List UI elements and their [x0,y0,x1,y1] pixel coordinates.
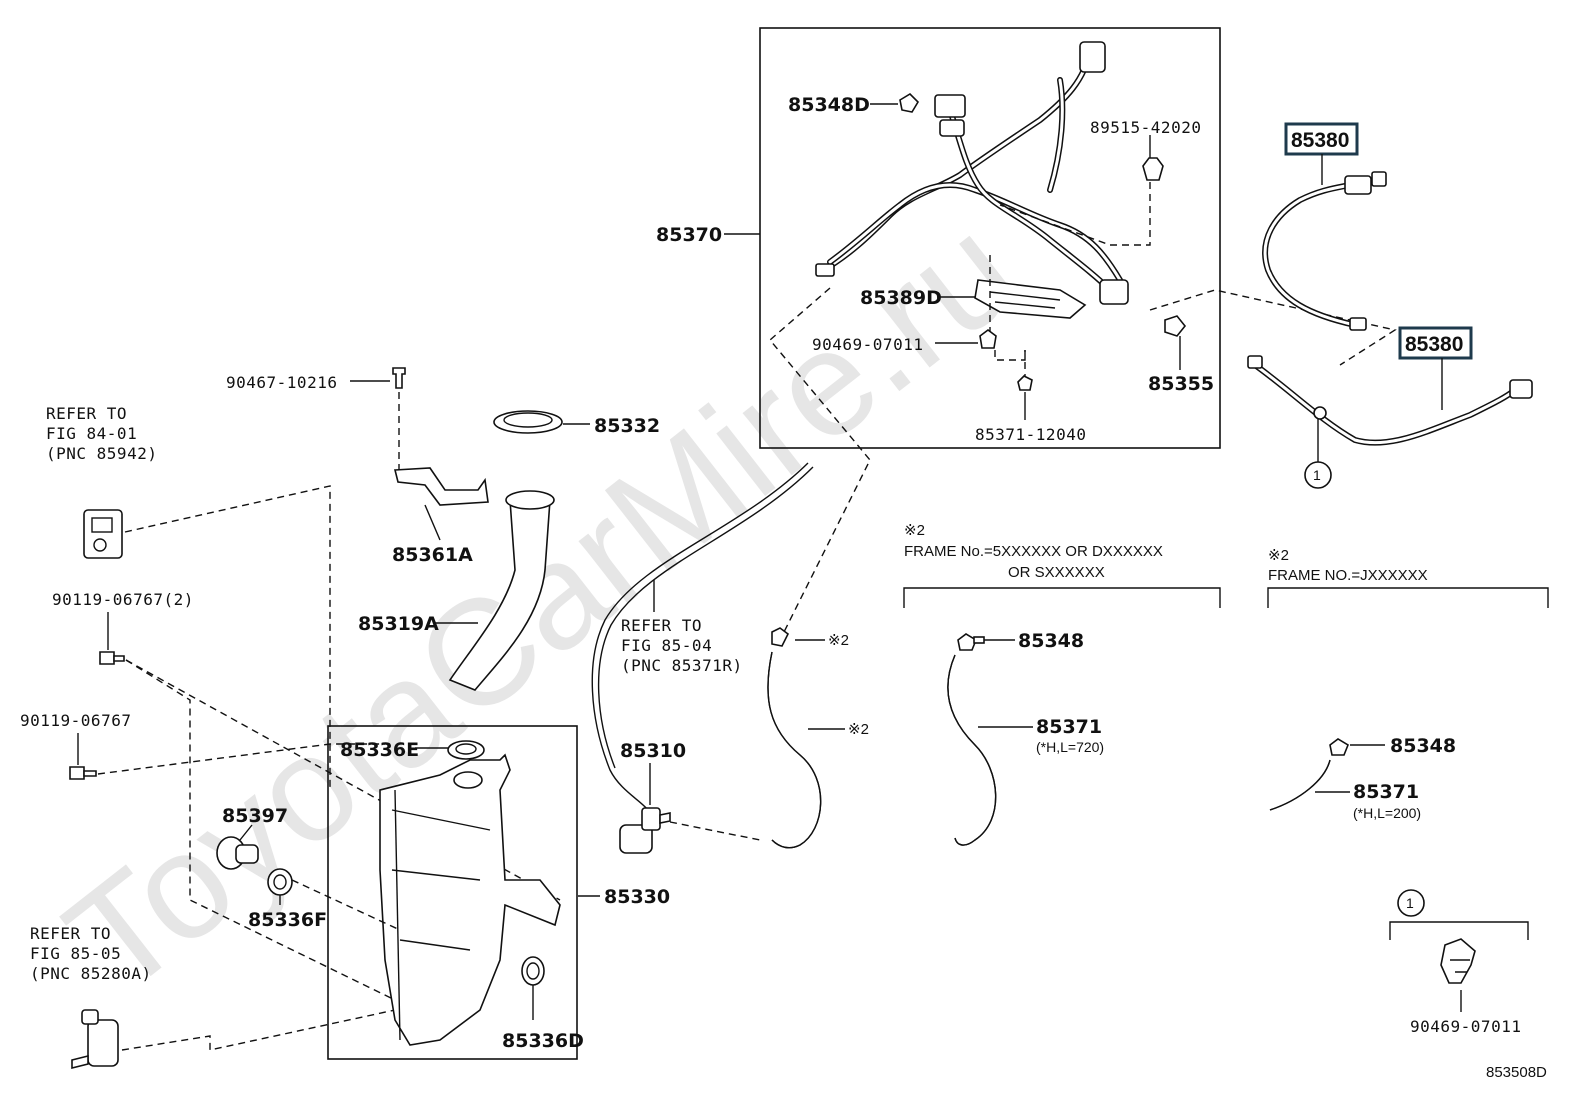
label-90119-06767: 90119-06767 [20,711,131,730]
refer-3-line1: REFER TO [621,616,702,635]
badge-85380-upper [1284,122,1359,156]
callout-bracket [1389,921,1529,940]
callout-circle-1a [1304,461,1332,489]
label-85348D: 85348D [788,94,870,116]
label-85348-b: 85348 [1390,735,1456,757]
frame1-line2: OR SXXXXXX [1008,564,1105,581]
label-85336F: 85336F [248,909,327,931]
frame1-mark: ※2 [904,522,925,539]
nozzle-mid-drawing [771,627,790,647]
refer-3-line2: FIG 85-04 [621,636,712,655]
pump-85310-drawing [619,807,671,854]
note-85371-a: (*H,L=720) [1036,739,1104,755]
label-85370: 85370 [656,224,722,246]
clip-85371-12040-drawing [1017,375,1033,391]
label-85332: 85332 [594,415,660,437]
label-90469-07011-a: 90469-07011 [812,335,923,354]
frame2-mark: ※2 [1268,547,1289,564]
harness-group-box [759,27,1221,449]
label-85389D: 85389D [860,287,942,309]
label-85371-a: 85371 [1036,716,1102,738]
frame2-bracket [1267,587,1549,608]
label-85336E: 85336E [340,739,419,761]
label-85361A: 85361A [392,544,473,566]
note-85371-b: (*H,L=200) [1353,805,1421,821]
harness-85380-upper-drawing [1262,171,1387,331]
clip-90469-b-drawing [1440,938,1476,984]
bolt-89515-drawing [1142,157,1164,181]
hose-85319A-drawing [448,490,555,691]
refer-3-line3: (PNC 85371R) [621,656,743,675]
label-85380-upper: 85380 [1291,129,1349,152]
refer-2-line2: FIG 85-05 [30,944,121,963]
frame1-line1: FRAME No.=5XXXXXX OR DXXXXXX [904,543,1163,560]
label-85380-lower: 85380 [1405,333,1463,356]
callout-circle-1b [1397,889,1425,917]
label-85371-b: 85371 [1353,781,1419,803]
label-85371-12040: 85371-12040 [975,425,1086,444]
label-85397: 85397 [222,805,288,827]
harness-85380-lower-drawing [1247,355,1533,446]
cap-85332-drawing [493,410,563,434]
bolt-90119-2-drawing [99,651,125,665]
pump-85280A-drawing [71,1009,119,1070]
label-85319A: 85319A [358,613,439,635]
label-90469-07011-b: 90469-07011 [1410,1017,1521,1036]
clip-85348D-drawing [899,92,920,113]
frame2-line1: FRAME NO.=JXXXXXX [1268,567,1428,584]
refer-1-line3: (PNC 85942) [46,444,157,463]
mark-2-b: ※2 [848,721,869,738]
tank-85330-drawing [379,753,561,1046]
label-85355: 85355 [1148,373,1214,395]
refer-1-line1: REFER TO [46,404,127,423]
refer-1-line2: FIG 84-01 [46,424,137,443]
refer-2-line3: (PNC 85280A) [30,964,152,983]
bracket-85361A-drawing [393,467,489,506]
label-90467-10216: 90467-10216 [226,373,337,392]
callout-1a: 1 [1313,467,1321,483]
bracket-85389D-drawing [974,279,1087,319]
sensor-85942-drawing [83,509,123,559]
callout-1b: 1 [1406,895,1414,911]
label-90119-06767-2: 90119-06767(2) [52,590,194,609]
label-85310: 85310 [620,740,686,762]
clip-85355-drawing [1164,315,1187,337]
label-89515-42020: 89515-42020 [1090,118,1201,137]
nozzle-85348-b-drawing [1329,738,1349,756]
refer-2-line1: REFER TO [30,924,111,943]
grommet-85336E-drawing [447,740,485,760]
nozzle-85348-a-drawing [957,633,985,651]
sensor-85397-drawing [216,836,259,870]
mark-2-a: ※2 [828,632,849,649]
frame1-bracket [903,587,1221,608]
harness-85370-drawing [815,41,1129,305]
grommet-85336D-drawing [521,956,545,986]
bolt-90119-drawing [69,766,97,780]
tank-group-box [327,725,578,1060]
clip-90469-drawing [979,329,997,349]
badge-85380-lower [1398,326,1473,360]
label-85330: 85330 [604,886,670,908]
figure-id: 853508D [1486,1064,1547,1081]
label-85336D: 85336D [502,1030,584,1052]
screw-90467-drawing [392,367,406,389]
label-85348-a: 85348 [1018,630,1084,652]
grommet-85336F-drawing [267,868,293,896]
